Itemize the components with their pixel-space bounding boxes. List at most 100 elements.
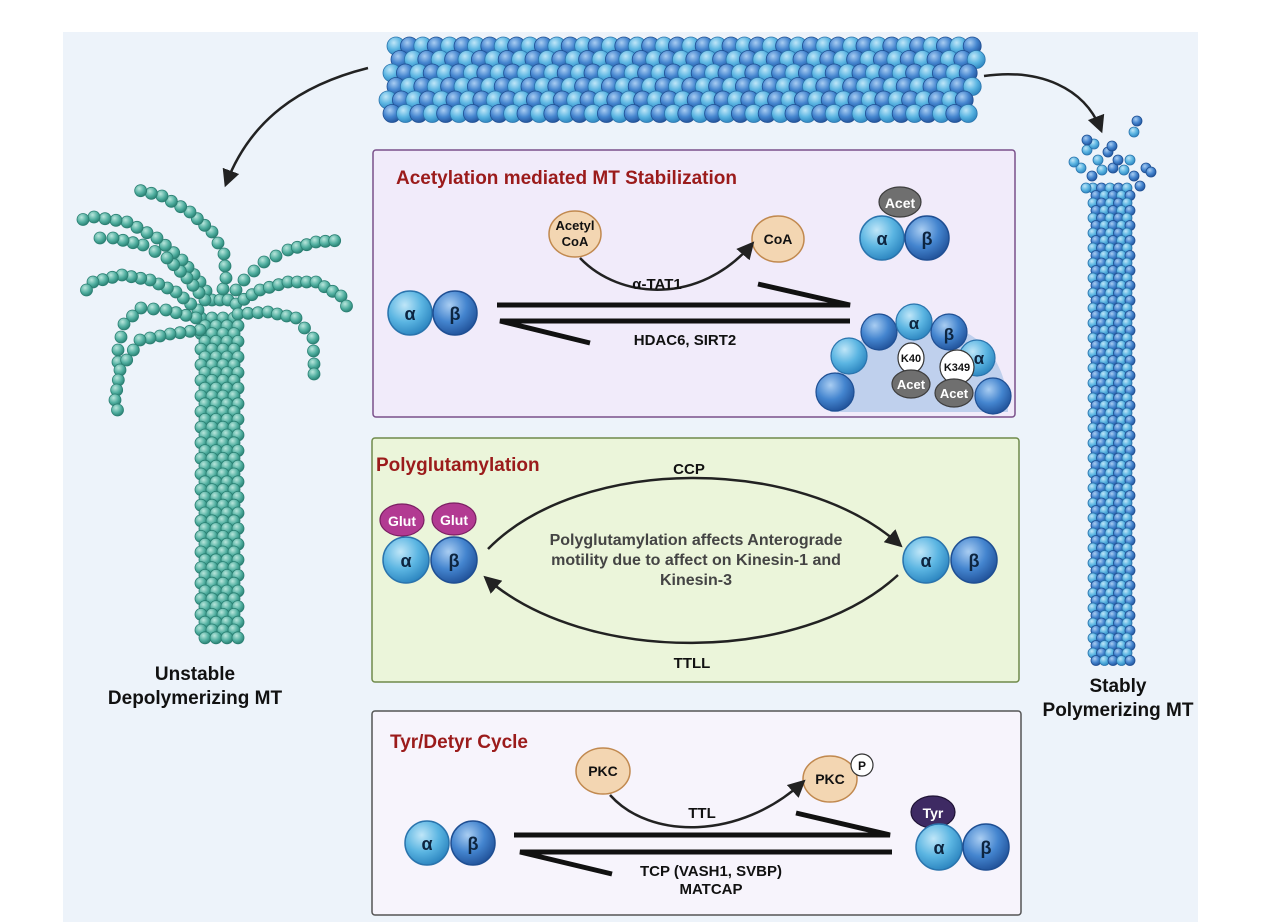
deglut-alpha-tubulin	[902, 536, 950, 584]
glut-tag-beta	[431, 502, 477, 536]
ttll-arrow	[483, 574, 899, 645]
ttl-label: TTL	[688, 805, 716, 822]
acetylated-alpha	[859, 215, 905, 261]
tubulin-bead	[257, 255, 271, 269]
tubulin-bead	[220, 631, 234, 645]
forward-enzyme-label: α-TAT1	[632, 276, 682, 293]
polyglutamylation-box	[371, 437, 1020, 683]
tubulin-bead	[328, 234, 342, 248]
tubulin-bead	[340, 299, 353, 313]
tyr-alpha-label: α	[933, 838, 944, 858]
acetyl-coa-label: Acetyl	[555, 218, 594, 233]
tubulin-bead	[106, 231, 120, 245]
deglut-beta-label: β	[969, 551, 980, 571]
tubulin-bead	[126, 309, 139, 323]
top-microtubule	[378, 36, 986, 123]
ccp-arrow	[487, 476, 903, 550]
beta-label: β	[450, 304, 461, 324]
tyr-forward-harpoon	[514, 810, 891, 838]
tubulin-bead	[1075, 162, 1087, 174]
glut-note-1: Polyglutamylation affects Anterograde	[550, 532, 843, 549]
tubulin-bead	[306, 331, 320, 345]
tyr-beta-tubulin	[962, 823, 1010, 871]
acetylated-beta	[904, 215, 950, 261]
tubulin-bead	[80, 283, 93, 297]
tubulin-bead	[1128, 126, 1140, 138]
tubulin-bead	[1134, 180, 1146, 192]
tubulin-bead	[147, 302, 160, 316]
acetyl-coa-node	[548, 210, 602, 258]
stable-label-2: Polymerizing MT	[1043, 700, 1194, 721]
tubulin-bead	[120, 215, 134, 229]
arrow-to-stable	[983, 73, 1105, 134]
tubulin-bead	[218, 259, 232, 273]
deglut-beta-tubulin	[950, 536, 998, 584]
alpha-label: α	[404, 304, 415, 324]
tubulin-bead	[247, 264, 261, 278]
stable-label: Stably	[1089, 676, 1146, 697]
ttll-label: TTLL	[674, 655, 711, 672]
tubulin-bead	[216, 282, 230, 296]
tubulin-bead	[1131, 115, 1143, 127]
tyr-reverse-harpoon	[519, 849, 892, 877]
tubulin-bead	[307, 344, 320, 358]
tubulin-bead	[237, 273, 251, 287]
tubulin-bead	[1112, 154, 1124, 166]
glut-tag-alpha	[379, 503, 425, 537]
detyr-beta-label: β	[468, 834, 479, 854]
tyr-cycle-panel: Tyr/Detyr Cycle PKC PKC P TTL TCP (VASH1…	[371, 710, 1022, 916]
tubulin-bead	[134, 184, 148, 198]
tubulin-bead	[114, 330, 128, 344]
acet-tag-label: Acet	[885, 195, 916, 211]
detyr-alpha-tubulin	[404, 820, 450, 866]
tyr-alpha-tubulin	[915, 823, 963, 871]
tubulin-bead	[76, 213, 90, 226]
cross-beta-label: β	[944, 325, 954, 344]
tubulin-bead	[1124, 655, 1136, 666]
arrow-to-unstable	[222, 66, 369, 188]
tubulin-bead	[148, 245, 162, 258]
tubulin-bead	[126, 343, 140, 357]
acetyl-coa-label-2: CoA	[562, 234, 589, 249]
k40-label: K40	[901, 353, 921, 365]
tubulin-bead	[958, 104, 978, 123]
cross-alpha-label: α	[909, 314, 920, 333]
tubulin-bead	[1081, 134, 1093, 146]
tubulin-bead	[1096, 164, 1108, 176]
tubulin-bead	[198, 631, 212, 645]
glut-note-3: Kinesin-3	[660, 572, 732, 589]
deglut-alpha-label: α	[920, 551, 931, 571]
glut-beta-tubulin	[430, 536, 478, 584]
tubulin-bead	[1107, 162, 1119, 174]
acet-k349	[934, 378, 974, 408]
tubulin-bead	[134, 301, 148, 315]
tubulin-bead	[1092, 154, 1104, 166]
k349-label: K349	[944, 362, 970, 374]
pkc-phospho-label: PKC	[815, 771, 845, 787]
beta-label-2: β	[922, 229, 933, 249]
tubulin-bead	[93, 231, 107, 245]
acet-k349-label: Acet	[940, 386, 969, 401]
tubulin-bead	[289, 311, 303, 325]
ttl-curve-arrow	[609, 779, 806, 829]
tyr-beta-label: β	[981, 838, 992, 858]
tubulin-bead	[150, 231, 164, 245]
phosphate-tag	[850, 753, 874, 777]
tubulin-bead	[117, 317, 131, 331]
coa-label: CoA	[764, 231, 793, 247]
glut-alpha-tubulin	[382, 536, 430, 584]
acet-tag	[878, 186, 922, 218]
tubulin-bead	[298, 321, 311, 335]
depolymerizing-microtubule	[76, 184, 353, 645]
tubulin-bead	[334, 289, 348, 303]
tubulin-bead	[111, 343, 125, 357]
tubulin-bead	[1145, 166, 1157, 178]
tubulin-bead	[158, 238, 172, 252]
tyr-cycle-title: Tyr/Detyr Cycle	[390, 732, 528, 753]
tubulin-bead	[155, 189, 169, 203]
tubulin-bead	[209, 631, 223, 645]
tubulin-bead	[1080, 182, 1092, 194]
tubulin-bead	[1106, 140, 1118, 152]
cross-alpha-label-2: α	[974, 349, 985, 368]
